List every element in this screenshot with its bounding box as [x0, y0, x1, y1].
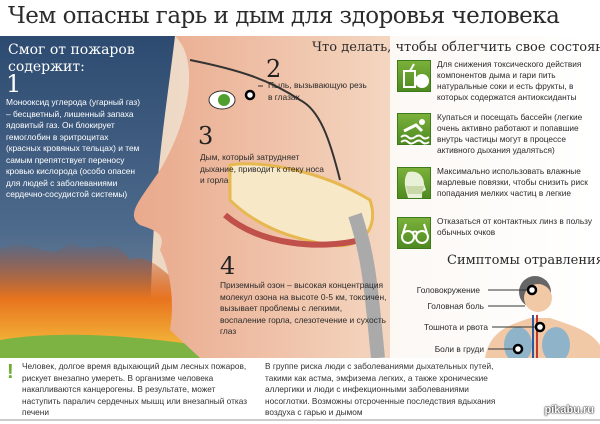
illustration [0, 36, 600, 358]
item-text: Дым, который затрудняет дыхание, приводи… [200, 152, 324, 185]
item-number: 3 [198, 122, 214, 150]
tip-text: Отказаться от контактных линз в пользу о… [437, 216, 593, 237]
page-title: Чем опасны гарь и дым для здоровья челов… [8, 3, 560, 29]
item-number: 4 [220, 252, 236, 280]
warning-text: Человек, долгое время вдыхающий дым лесн… [22, 361, 248, 417]
item-text: Пыль, вызывающую резь в глазах [268, 80, 367, 102]
tip-text: Для снижения токсического действия компо… [437, 59, 582, 102]
exclamation-icon: ! [7, 361, 14, 383]
risk-group-text: В группе риска люди с заболеваниями дыха… [265, 361, 496, 417]
swimmer-icon [397, 113, 431, 145]
item-text: Приземный озон – высокая концентрация мо… [220, 280, 387, 336]
symptom-label: Тошнота и рвота [424, 322, 488, 332]
item-text: Монооксид углерода (угарный газ) – бесцв… [6, 97, 140, 199]
item-number: 2 [266, 55, 282, 83]
symptom-label: Головокружение [416, 285, 480, 295]
tip-text: Максимально использовать влажные марлевы… [437, 166, 588, 198]
symptom-label: Головная боль [427, 301, 484, 311]
glasses-icon [397, 217, 431, 249]
divider [0, 419, 600, 421]
face-mask-icon [397, 167, 431, 199]
item-number: 1 [6, 70, 22, 98]
juice-apple-icon [397, 60, 431, 92]
eye [218, 94, 230, 106]
tip-text: Купаться и посещать бассейн (легкие очен… [437, 112, 583, 155]
smog-heading: Смог от пожаров содержит: [8, 42, 135, 75]
symptom-label: Боли в груди [434, 344, 484, 354]
help-heading: Что делать, чтобы облегчить свое состоян… [312, 40, 600, 55]
symptoms-heading: Симптомы отравления [447, 253, 600, 268]
grass [0, 334, 240, 358]
watermark: pikabu.ru [544, 404, 594, 416]
